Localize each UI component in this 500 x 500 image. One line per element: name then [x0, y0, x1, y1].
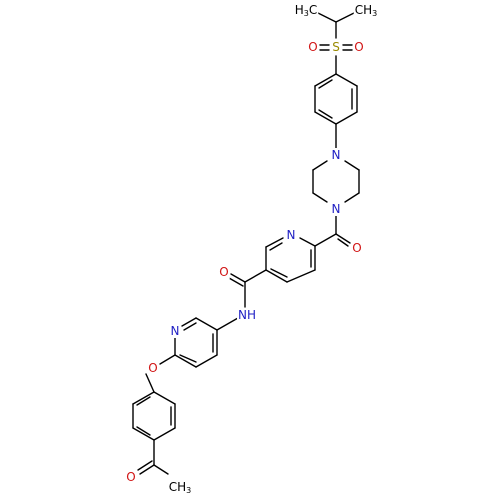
- atom-label-background: [169, 324, 181, 338]
- atom-label-part: N: [332, 148, 341, 162]
- bond: [216, 317, 239, 331]
- bond: [314, 73, 337, 87]
- atom-label: NH: [238, 308, 256, 322]
- atom-label-background: [331, 40, 341, 54]
- atom-label: O: [308, 40, 317, 54]
- bond: [344, 160, 360, 171]
- bond: [195, 354, 218, 368]
- atom-label: CH3​: [169, 480, 192, 495]
- atom-label: O: [352, 241, 361, 255]
- atom-label-background: [285, 228, 297, 242]
- atom-label-part: O: [126, 470, 135, 484]
- atom-label-part: CH: [355, 3, 372, 17]
- atom-label-background: [353, 3, 379, 18]
- bond: [270, 268, 288, 278]
- atom-label-part: C: [309, 3, 317, 17]
- atom-label-background: [147, 361, 159, 375]
- bond: [337, 238, 349, 247]
- atom-label-background: [353, 40, 365, 54]
- atom-label-background: [218, 265, 230, 279]
- atom-label: O: [219, 265, 228, 279]
- bond: [335, 73, 358, 87]
- atom-labels: H3​C CH3​ S O O N N O N O NH N O O CH3​: [125, 3, 379, 495]
- atom-label: S: [332, 40, 340, 54]
- bond: [132, 427, 155, 441]
- bond: [183, 322, 197, 331]
- atom-label-part: N: [332, 202, 341, 216]
- atom-label-part: O: [354, 40, 363, 54]
- bond: [335, 11, 357, 23]
- bond: [344, 192, 360, 203]
- atom-label-part: O: [308, 40, 317, 54]
- atom-label-part: 3: [186, 486, 191, 495]
- bond: [286, 269, 316, 283]
- atom-label: H3​C: [295, 3, 318, 18]
- bond: [315, 11, 337, 23]
- bond: [153, 391, 176, 405]
- bond: [244, 269, 267, 283]
- atom-label-part: H: [295, 3, 304, 17]
- bond: [312, 192, 328, 203]
- atom-label: O: [354, 40, 363, 54]
- bond: [318, 109, 333, 119]
- bond: [159, 354, 176, 365]
- atom-label-background: [307, 40, 319, 54]
- bonds: [132, 11, 360, 475]
- bond: [145, 373, 155, 393]
- bond: [299, 237, 316, 247]
- atom-label-part: CH: [169, 480, 186, 494]
- atom-label-part: NH: [238, 308, 256, 322]
- atom-label-background: [167, 480, 193, 495]
- atom-label-background: [351, 241, 363, 255]
- atom-label-part: N: [287, 228, 296, 242]
- atom-label-background: [125, 470, 137, 484]
- bond: [136, 396, 151, 406]
- bond: [335, 111, 358, 125]
- atom-label-part: 3: [304, 9, 309, 18]
- atom-label-background: [330, 202, 342, 216]
- bond: [137, 460, 153, 471]
- bond: [153, 427, 176, 441]
- bond: [265, 269, 288, 283]
- bond: [269, 242, 283, 251]
- bond: [314, 233, 337, 247]
- atom-label-part: 3: [372, 9, 377, 18]
- atom-label: N: [332, 148, 341, 162]
- bond: [265, 237, 284, 248]
- atom-label: N: [287, 228, 296, 242]
- bond: [139, 464, 155, 475]
- atom-label: CH3​: [355, 3, 378, 18]
- bond: [179, 354, 197, 363]
- bond: [132, 391, 155, 405]
- bond: [318, 79, 333, 89]
- bond: [312, 160, 328, 171]
- atom-label-background: [293, 3, 319, 18]
- atom-label-part: O: [219, 265, 228, 279]
- atom-label-background: [237, 308, 257, 322]
- bond: [228, 277, 244, 287]
- atom-label-background: [330, 148, 342, 162]
- atom-label: N: [171, 324, 180, 338]
- atom-label-part: O: [148, 361, 157, 375]
- bond: [314, 111, 337, 125]
- atom-label-part: O: [352, 241, 361, 255]
- bond: [136, 426, 151, 436]
- bond: [195, 317, 218, 331]
- atom-label: N: [332, 202, 341, 216]
- bond: [181, 317, 197, 327]
- bond: [230, 273, 246, 283]
- bond: [153, 464, 169, 475]
- atom-label: O: [148, 361, 157, 375]
- bond: [174, 354, 197, 368]
- atom-label: O: [126, 470, 135, 484]
- atom-label-part: N: [171, 324, 180, 338]
- bond: [335, 233, 351, 244]
- atom-label-part: S: [332, 40, 340, 54]
